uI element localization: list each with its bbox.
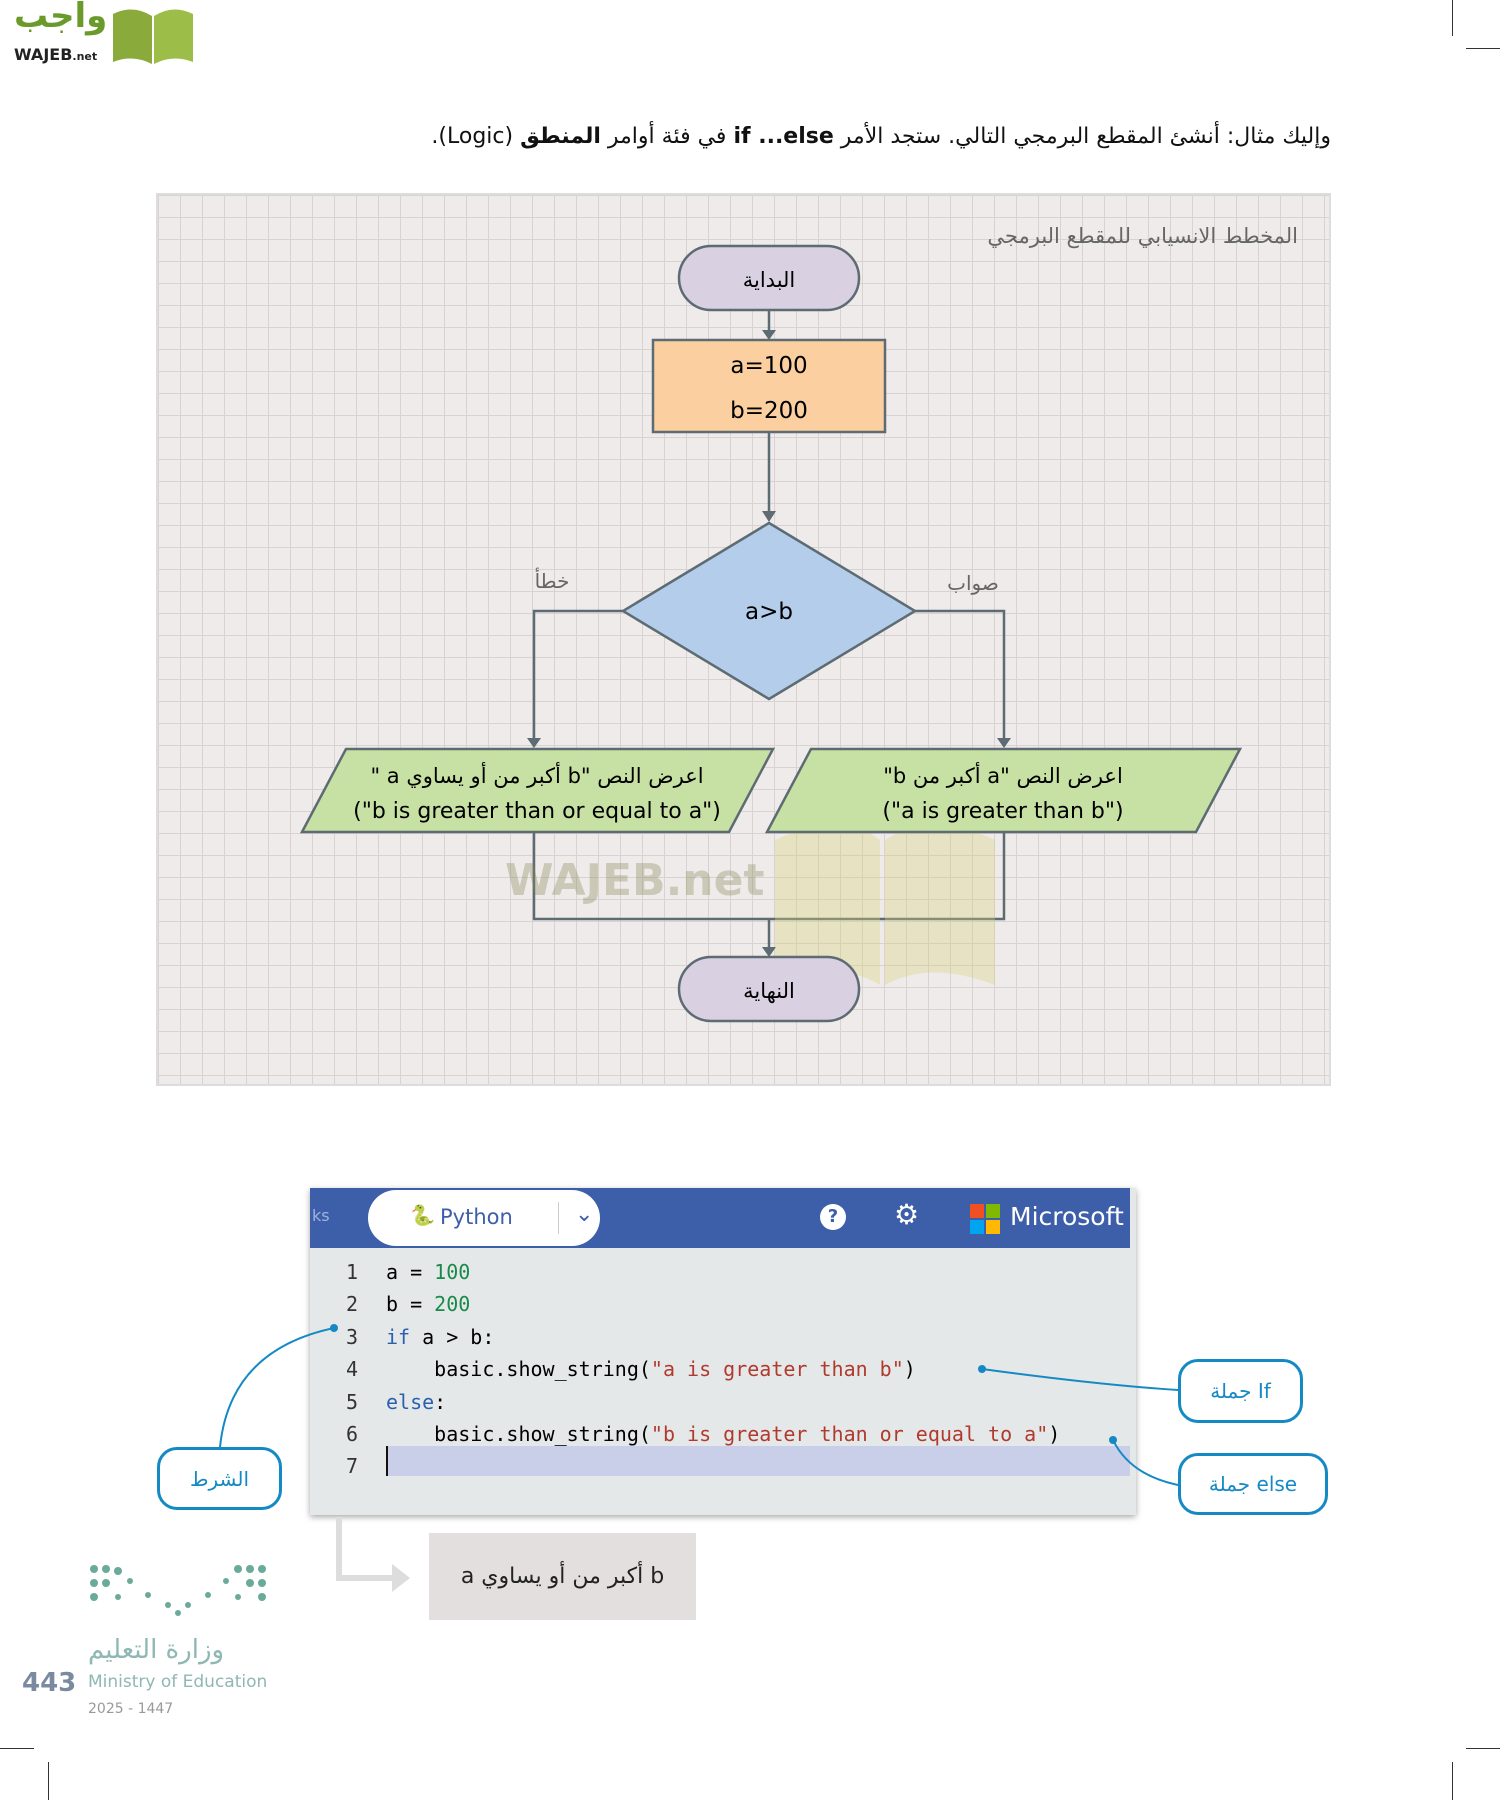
else-callout: جملة else	[1178, 1453, 1328, 1515]
help-icon[interactable]: ?	[820, 1204, 846, 1230]
false-label: خطأ	[535, 567, 570, 593]
blocks-tab-fragment[interactable]: ks	[312, 1206, 330, 1225]
line-number: 6	[346, 1422, 359, 1446]
crop-mark	[1466, 48, 1500, 49]
code-token: :	[434, 1389, 447, 1414]
assign-b: b=200	[730, 398, 808, 424]
python-tab[interactable]: Python	[440, 1205, 513, 1229]
true-label: صواب	[947, 571, 999, 595]
watermark: WAJEB.net	[505, 825, 995, 985]
crop-mark	[1466, 1748, 1500, 1749]
gear-icon[interactable]: ⚙	[894, 1198, 920, 1231]
code-text: a = 100	[386, 1260, 470, 1284]
wajeb-logo: واجب WAJEB.net	[8, 0, 193, 66]
svg-text:WAJEB.net: WAJEB.net	[505, 855, 765, 906]
code-token: )	[1048, 1422, 1061, 1446]
assign-a: a=100	[730, 353, 807, 379]
end-terminal	[677, 955, 861, 1023]
line-number: 7	[346, 1454, 359, 1479]
code-text: if a > b:	[386, 1325, 494, 1349]
code-token: 100	[434, 1260, 471, 1284]
code-token: basic.show_string(	[386, 1357, 651, 1382]
code-token: else	[386, 1389, 435, 1414]
crop-mark	[48, 1762, 49, 1800]
ministry-english: Ministry of Education	[88, 1672, 268, 1692]
intro-text: وإليك مثال: أنشئ المقطع البرمجي التالي. …	[431, 124, 1331, 149]
code-token: a > b:	[410, 1324, 495, 1349]
text-cursor	[386, 1446, 388, 1476]
code-text: basic.show_string("b is greater than or …	[386, 1422, 1060, 1446]
code-token: "b is greater than or equal to a"	[650, 1422, 1049, 1446]
logo-latin: WAJEB.net	[14, 45, 98, 64]
crop-mark	[1452, 0, 1453, 36]
python-icon: 🐍	[410, 1203, 435, 1227]
false-output-en: ("b is greater than or equal to a")	[353, 799, 721, 824]
microsoft-logo	[970, 1204, 1000, 1234]
false-output-ar: اعرض النص "b أكبر من أو يساوي a "	[370, 762, 703, 788]
crop-mark	[1452, 1762, 1453, 1800]
line-number: 3	[346, 1324, 359, 1349]
book-icon	[113, 9, 193, 65]
ministry-arabic: وزارة التعليم	[88, 1635, 225, 1665]
years: 2025 - 1447	[88, 1701, 174, 1717]
start-terminal	[677, 244, 861, 312]
flowchart-caption: المخطط الانسيابي للمقطع البرمجي	[987, 224, 1298, 248]
line-number: 4	[346, 1357, 359, 1382]
crop-mark	[0, 1748, 34, 1749]
current-line-highlight	[386, 1446, 1130, 1476]
true-output-en: ("a is greater than b")	[882, 799, 1123, 824]
code-token: "a is greater than b"	[650, 1357, 904, 1382]
line-number: 1	[346, 1260, 359, 1284]
code-token: b =	[386, 1292, 435, 1317]
code-token: if	[386, 1324, 411, 1349]
condition-decision	[620, 521, 918, 701]
language-toggle[interactable]: 🐍 Python ⌄	[368, 1190, 600, 1246]
code-token: )	[903, 1357, 916, 1382]
end-label: النهاية	[743, 979, 795, 1003]
editor-header: ks 🐍 Python ⌄ ? ⚙ Microsoft	[310, 1188, 1130, 1248]
false-output	[299, 747, 776, 834]
line-number: 5	[346, 1389, 359, 1414]
start-label: البداية	[743, 268, 796, 292]
logo-arabic: واجب	[14, 0, 108, 36]
flowchart: WAJEB.net البداية a=100 b=200 a>b خطأ صو…	[299, 244, 1243, 1023]
condition-label: a>b	[745, 599, 793, 625]
page-number: 443	[22, 1668, 77, 1698]
ministry-logo	[90, 1565, 266, 1616]
output-arrow	[336, 1517, 395, 1581]
code-text: b = 200	[386, 1292, 470, 1316]
chevron-down-icon[interactable]: ⌄	[558, 1202, 593, 1234]
line-number: 2	[346, 1292, 359, 1317]
condition-callout: الشرط	[157, 1447, 282, 1510]
microsoft-brand: Microsoft	[1010, 1202, 1124, 1231]
true-output	[764, 747, 1243, 834]
if-callout: جملة If	[1178, 1359, 1303, 1423]
true-output-ar: اعرض النص "a أكبر من b"	[883, 762, 1123, 788]
code-text: else:	[386, 1390, 446, 1414]
code-token: basic.show_string(	[386, 1422, 651, 1446]
assign-process	[651, 338, 887, 434]
code-text: basic.show_string("a is greater than b")	[386, 1357, 916, 1381]
code-editor: ks 🐍 Python ⌄ ? ⚙ Microsoft 1 a = 100 2 b =…	[310, 1188, 1136, 1515]
output-result: b أكبر من أو يساوي a	[429, 1533, 696, 1620]
code-token: a =	[386, 1260, 435, 1284]
code-token: 200	[434, 1292, 471, 1317]
